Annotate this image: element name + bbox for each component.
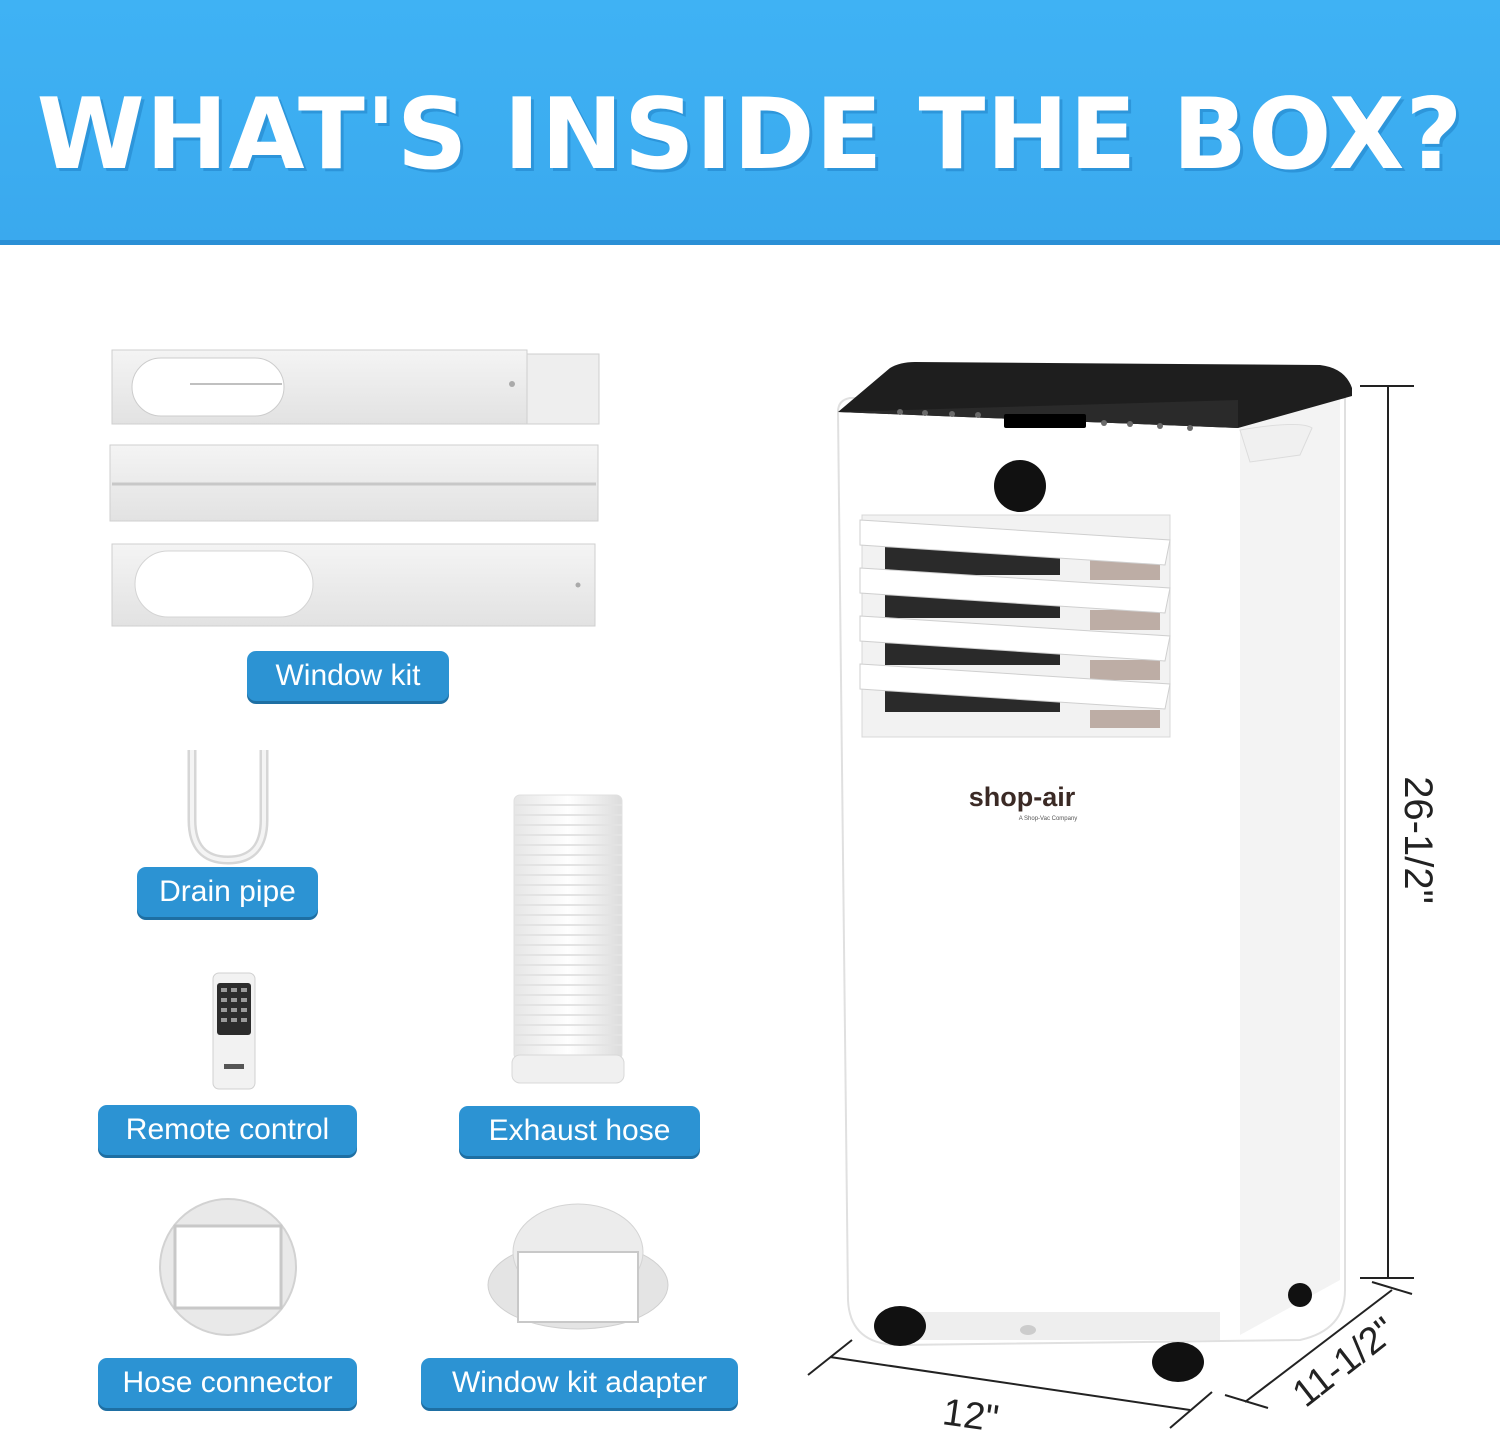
dimension-lines bbox=[807, 385, 1414, 1429]
width-dimension: 12" bbox=[940, 1391, 1001, 1437]
brand-logo: shop-air bbox=[969, 782, 1076, 812]
exhaust-hose-image bbox=[511, 794, 625, 1084]
page-title: WHAT'S INSIDE THE BOX? bbox=[36, 78, 1464, 192]
label-exhaust-hose: Exhaust hose bbox=[459, 1106, 700, 1156]
header-banner: WHAT'S INSIDE THE BOX? bbox=[0, 0, 1500, 245]
drain-pipe-image bbox=[187, 750, 269, 865]
brand-tagline: A Shop-Vac Company bbox=[1019, 816, 1078, 822]
hose-connector-image bbox=[159, 1198, 297, 1336]
height-dimension: 26-1/2" bbox=[1396, 776, 1440, 904]
remote-control-image bbox=[212, 972, 256, 1090]
window-kit-image bbox=[109, 349, 600, 627]
label-remote-control: Remote control bbox=[98, 1105, 357, 1155]
label-hose-connector: Hose connector bbox=[98, 1358, 357, 1408]
label-window-kit-adapter: Window kit adapter bbox=[421, 1358, 738, 1408]
label-drain-pipe: Drain pipe bbox=[137, 867, 318, 917]
window-kit-adapter-image bbox=[487, 1203, 669, 1330]
label-window-kit: Window kit bbox=[247, 651, 449, 701]
air-conditioner-image bbox=[836, 362, 1352, 1382]
